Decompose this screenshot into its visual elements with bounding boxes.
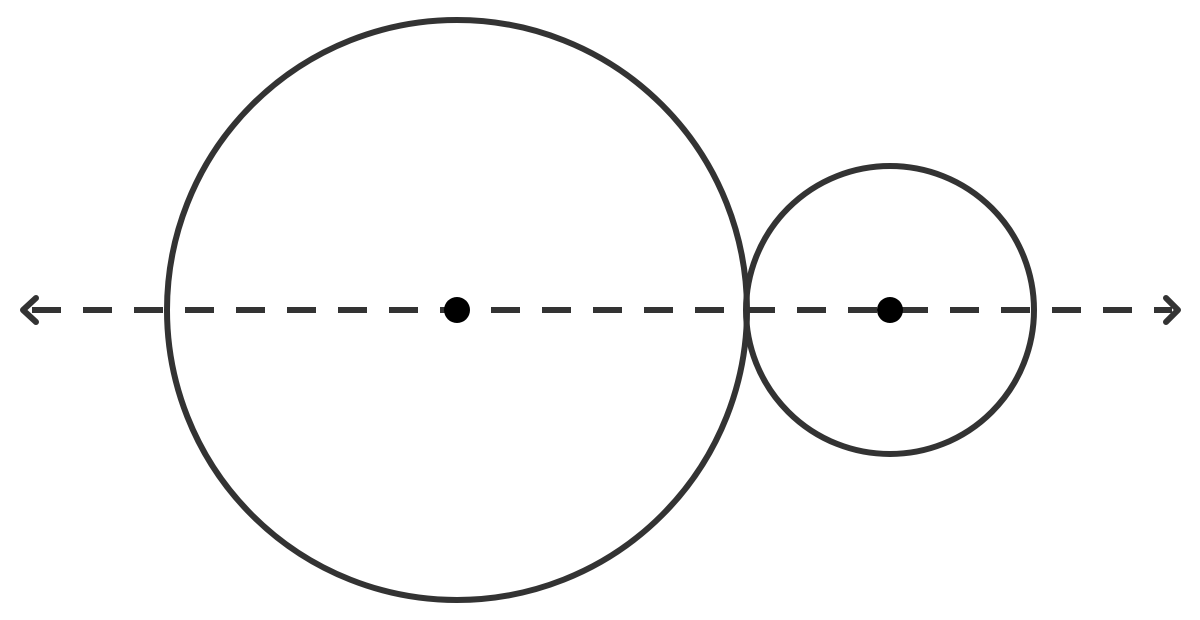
left-arrow-head-icon xyxy=(20,295,39,325)
large-circle-center-dot xyxy=(444,297,470,323)
right-arrow-head-icon xyxy=(1163,295,1181,325)
small-circle-center-dot xyxy=(877,297,903,323)
small-circle xyxy=(743,163,1037,457)
